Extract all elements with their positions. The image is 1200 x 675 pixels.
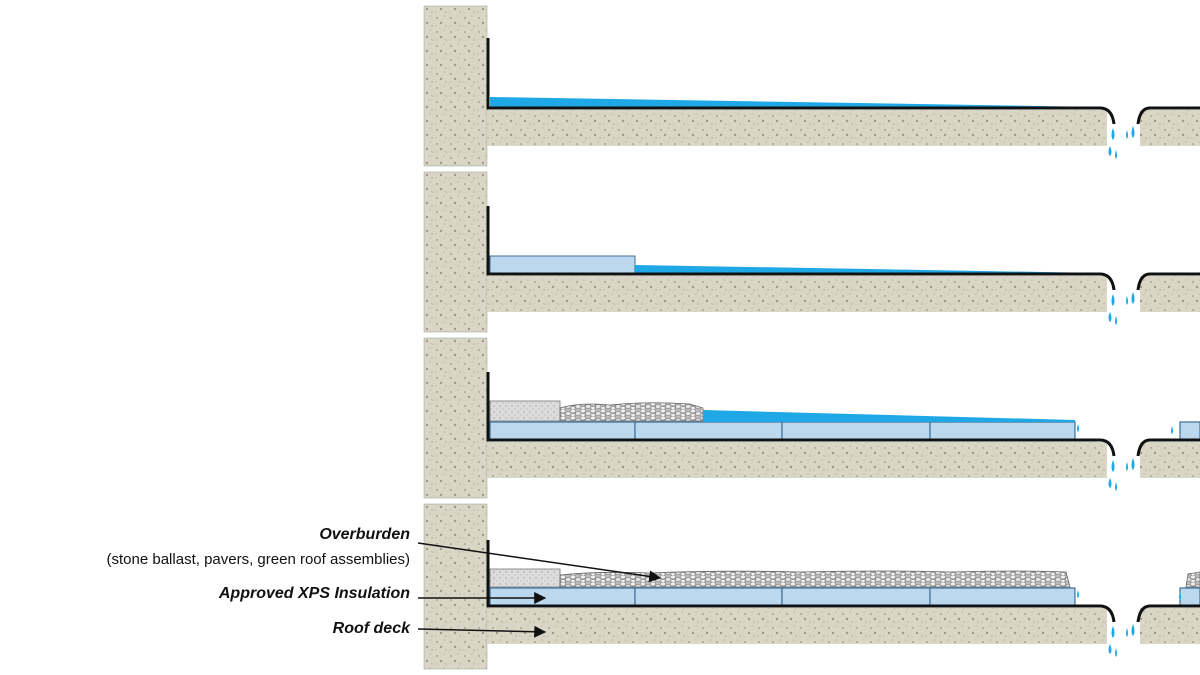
roof-deck <box>487 110 1107 146</box>
roof-deck-right <box>1140 276 1200 312</box>
parapet-wall <box>423 5 488 167</box>
membrane-right <box>1136 604 1200 623</box>
xps-label: Approved XPS Insulation <box>218 585 410 602</box>
stone-ballast-right <box>1185 571 1200 588</box>
roof-deck-right <box>1140 442 1200 478</box>
paver <box>489 568 561 588</box>
roof-deck-label: Roof deck <box>332 620 410 637</box>
membrane <box>486 540 1116 623</box>
water-drips <box>1108 126 1135 159</box>
panel-single-board <box>423 171 1200 333</box>
parapet-wall <box>423 337 488 499</box>
membrane-right <box>1136 272 1200 291</box>
paver <box>489 400 561 422</box>
ponded-water <box>635 265 1100 273</box>
panel-bare-roof <box>423 5 1200 167</box>
membrane-right <box>1136 106 1200 125</box>
parapet-wall <box>423 171 488 333</box>
roof-deck <box>487 442 1107 478</box>
roof-deck-right <box>1140 608 1200 644</box>
overburden-arrow <box>417 542 662 583</box>
roof-deck <box>487 608 1107 644</box>
membrane <box>486 206 1116 291</box>
stone-ballast <box>559 570 1071 588</box>
insulation-board <box>489 255 636 275</box>
deck-arrow <box>417 625 547 638</box>
ponded-water <box>490 97 1100 107</box>
panel-partial-ballast <box>423 337 1200 499</box>
parapet-wall <box>423 503 488 670</box>
water-drips <box>1108 292 1135 325</box>
insulation-boards <box>489 421 1200 441</box>
ponded-water <box>703 410 1075 422</box>
panel-full-ballast <box>423 503 1200 670</box>
roof-deck-right <box>1140 110 1200 146</box>
overburden-detail-label: (stone ballast, pavers, green roof assem… <box>106 551 410 568</box>
water-drips <box>1077 424 1173 491</box>
insulation-boards <box>489 587 1200 607</box>
membrane <box>486 38 1116 125</box>
membrane <box>486 372 1116 457</box>
water-drips <box>1077 590 1181 657</box>
roof-deck <box>487 276 1107 312</box>
stone-ballast <box>559 402 704 422</box>
membrane-right <box>1136 438 1200 457</box>
overburden-label: Overburden <box>319 526 410 543</box>
